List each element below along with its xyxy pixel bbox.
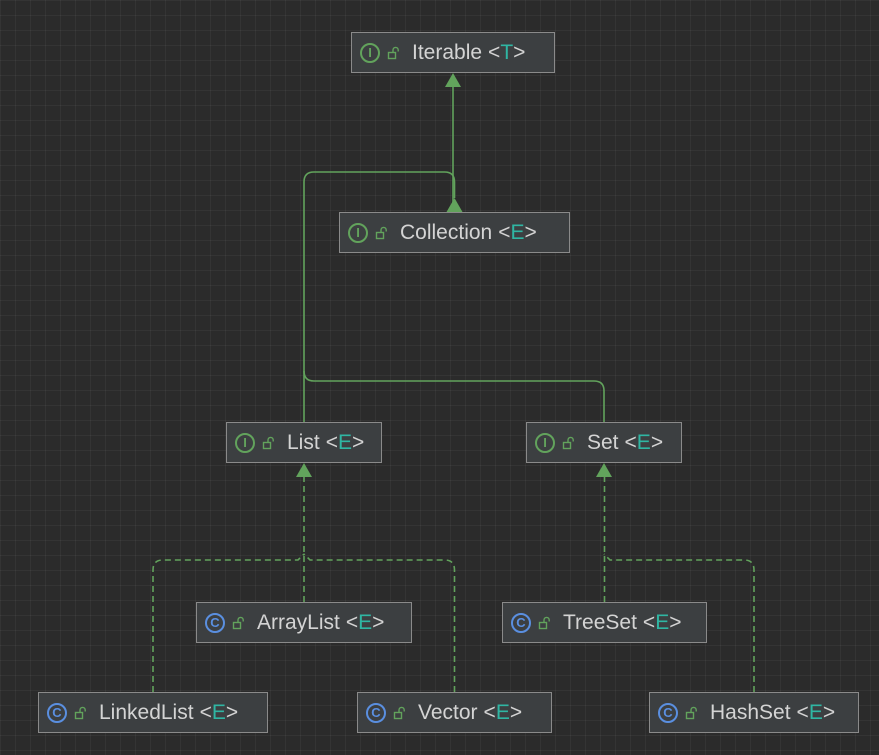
node-name: TreeSet bbox=[563, 610, 637, 634]
interface-icon: I bbox=[235, 432, 255, 453]
unlocked-icon bbox=[538, 616, 550, 629]
unlocked-icon bbox=[232, 616, 244, 629]
type-parameter: E bbox=[636, 430, 651, 454]
type-bracket-open: < bbox=[488, 40, 501, 64]
node-iterable[interactable]: I Iterable<T> bbox=[351, 32, 555, 73]
edge-set-collection bbox=[303, 370, 605, 422]
type-bracket-close: > bbox=[524, 220, 537, 244]
node-name: HashSet bbox=[710, 700, 791, 724]
node-name: List bbox=[287, 430, 320, 454]
type-parameter: E bbox=[337, 430, 352, 454]
class-icon: C bbox=[658, 702, 678, 723]
type-bracket-open: < bbox=[642, 610, 656, 634]
edge-list-collection bbox=[303, 171, 456, 422]
arrowhead-set bbox=[596, 463, 612, 477]
unlocked-icon bbox=[393, 706, 405, 719]
type-parameter: E bbox=[495, 700, 510, 724]
interface-icon: I bbox=[535, 432, 555, 453]
type-parameter: E bbox=[808, 700, 823, 724]
node-name: Collection bbox=[400, 220, 493, 244]
type-bracket-open: < bbox=[483, 700, 496, 724]
type-bracket-open: < bbox=[345, 610, 359, 634]
type-bracket-open: < bbox=[498, 220, 511, 244]
type-parameter: E bbox=[358, 610, 373, 634]
node-linkedlist[interactable]: C LinkedList<E> bbox=[38, 692, 268, 733]
type-parameter: E bbox=[655, 610, 670, 634]
node-name: LinkedList bbox=[99, 700, 194, 724]
type-bracket-close: > bbox=[822, 700, 836, 724]
type-bracket-open: < bbox=[796, 700, 809, 724]
type-bracket-close: > bbox=[509, 700, 523, 724]
node-arraylist[interactable]: C ArrayList<E> bbox=[196, 602, 412, 643]
unlocked-icon bbox=[562, 436, 574, 449]
class-icon: C bbox=[47, 702, 67, 723]
type-bracket-close: > bbox=[351, 430, 365, 454]
node-set[interactable]: I Set<E> bbox=[526, 422, 682, 463]
unlocked-icon bbox=[375, 226, 387, 239]
edge-hashset-set bbox=[603, 553, 755, 692]
edge-vector-list bbox=[303, 553, 456, 692]
unlocked-icon bbox=[262, 436, 274, 449]
interface-icon: I bbox=[360, 42, 380, 63]
type-parameter: T bbox=[500, 40, 514, 64]
type-bracket-open: < bbox=[624, 430, 637, 454]
node-name: Iterable bbox=[412, 40, 483, 64]
node-collection[interactable]: I Collection<E> bbox=[339, 212, 570, 253]
class-icon: C bbox=[205, 612, 225, 633]
class-icon: C bbox=[511, 612, 531, 633]
unlocked-icon bbox=[685, 706, 697, 719]
type-parameter: E bbox=[510, 220, 525, 244]
type-bracket-close: > bbox=[669, 610, 682, 634]
type-bracket-open: < bbox=[325, 430, 338, 454]
type-bracket-close: > bbox=[372, 610, 385, 634]
node-treeset[interactable]: C TreeSet<E> bbox=[502, 602, 707, 643]
node-list[interactable]: I List<E> bbox=[226, 422, 382, 463]
unlocked-icon bbox=[74, 706, 86, 719]
arrowhead-list bbox=[296, 463, 312, 477]
arrowhead-iterable bbox=[445, 73, 461, 87]
node-hashset[interactable]: C HashSet<E> bbox=[649, 692, 859, 733]
node-name: ArrayList bbox=[257, 610, 340, 634]
arrowhead-collection bbox=[446, 198, 463, 212]
node-name: Vector bbox=[418, 700, 478, 724]
node-vector[interactable]: C Vector<E> bbox=[357, 692, 552, 733]
type-bracket-close: > bbox=[513, 40, 526, 64]
unlocked-icon bbox=[387, 46, 399, 59]
edge-linkedlist-list bbox=[152, 553, 305, 692]
type-bracket-open: < bbox=[199, 700, 212, 724]
class-icon: C bbox=[366, 702, 386, 723]
node-name: Set bbox=[587, 430, 619, 454]
type-bracket-close: > bbox=[225, 700, 239, 724]
type-parameter: E bbox=[211, 700, 226, 724]
type-bracket-close: > bbox=[650, 430, 664, 454]
interface-icon: I bbox=[348, 222, 368, 243]
